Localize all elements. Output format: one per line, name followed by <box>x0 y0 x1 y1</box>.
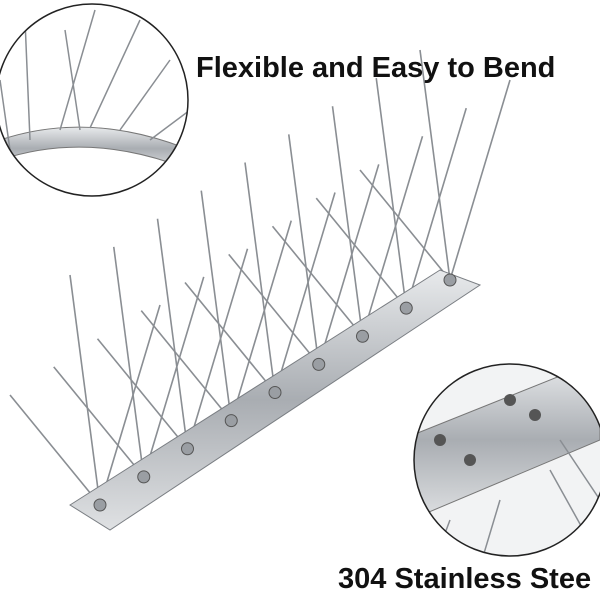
caption-stainless: 304 Stainless Stee <box>338 563 592 595</box>
spike <box>156 218 189 449</box>
spike-beads <box>93 273 457 512</box>
spike <box>96 338 189 450</box>
spike-bead <box>356 329 369 343</box>
spike <box>419 49 451 281</box>
spike <box>99 304 161 506</box>
spike <box>184 281 276 394</box>
inset-flexible <box>0 4 188 196</box>
spike <box>361 136 424 337</box>
spike <box>9 394 101 506</box>
spike-bead <box>93 498 107 512</box>
spike <box>317 164 380 365</box>
spike <box>405 107 468 309</box>
spike <box>53 366 145 478</box>
spike <box>271 225 364 337</box>
spike <box>359 169 451 281</box>
spike <box>142 276 205 478</box>
spike <box>315 197 407 309</box>
spike <box>274 192 336 393</box>
metal-strip <box>69 269 482 531</box>
spike-bead <box>181 442 194 456</box>
spike <box>287 134 320 365</box>
spike <box>112 246 145 477</box>
spike <box>69 274 101 506</box>
spike <box>244 162 276 393</box>
spike <box>375 78 408 309</box>
inset-stainless <box>414 364 600 556</box>
spike <box>140 310 232 422</box>
spike <box>228 253 320 365</box>
spike-bead <box>312 357 326 371</box>
spike <box>449 79 511 281</box>
spike <box>186 248 249 449</box>
spike-bead <box>224 414 238 428</box>
spike <box>230 220 293 421</box>
spike-bead <box>443 273 457 287</box>
caption-flexible: Flexible and Easy to Bend <box>196 52 556 84</box>
spike-bead <box>268 386 282 399</box>
spikes <box>9 49 511 506</box>
spike <box>200 190 233 421</box>
spike <box>331 106 364 337</box>
spike-bead <box>399 301 413 315</box>
spike-bead <box>137 470 151 484</box>
